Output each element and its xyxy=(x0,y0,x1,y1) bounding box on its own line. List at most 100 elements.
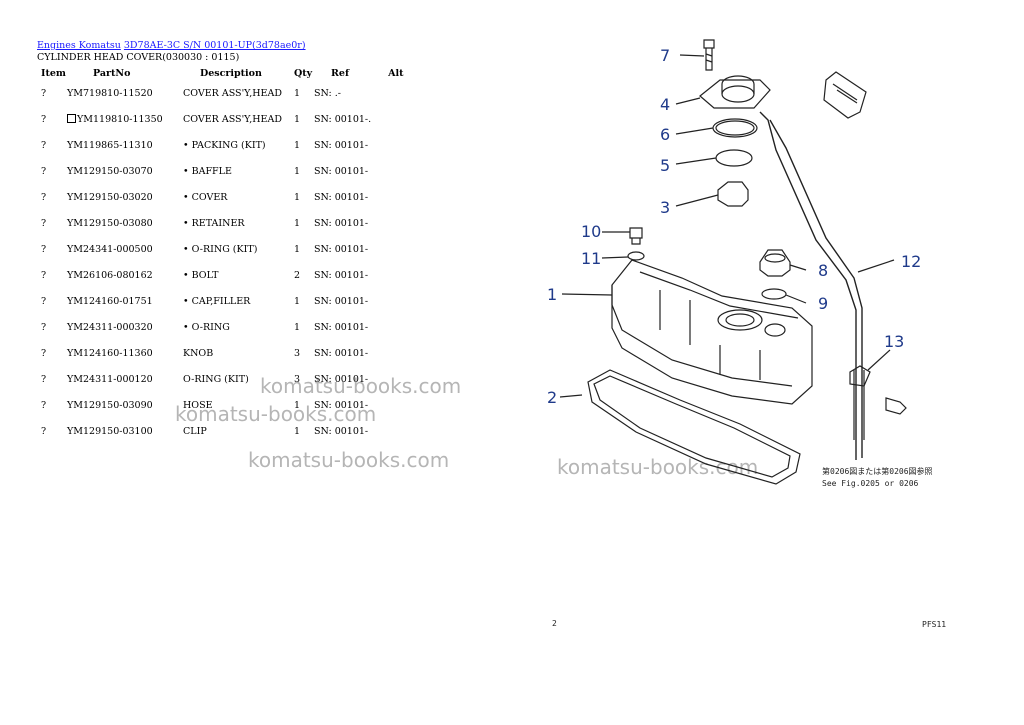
parts-table: Item PartNo Description Qty Ref Alt ?YM7… xyxy=(37,66,408,444)
cell-qty: 1 xyxy=(294,399,301,411)
cell-item: ? xyxy=(41,165,47,177)
cell-description: COVER ASS'Y,HEAD xyxy=(183,87,282,99)
cell-description: KNOB xyxy=(183,347,214,359)
cell-description: • RETAINER xyxy=(183,217,245,229)
cell-partno: YM24311-000320 xyxy=(67,321,153,333)
watermark: komatsu-books.com xyxy=(175,402,377,426)
figure-note-en: See Fig.0205 or 0206 xyxy=(822,479,919,488)
cell-ref: SN: 00101- xyxy=(314,373,369,385)
cell-qty: 1 xyxy=(294,217,301,229)
cell-partno: YM26106-080162 xyxy=(67,269,153,281)
table-row: ? YM129150-03100 CLIP 1 SN: 00101- xyxy=(37,418,408,444)
callout-7: 7 xyxy=(660,46,670,65)
cell-qty: 3 xyxy=(294,373,301,385)
cell-alt xyxy=(371,314,408,340)
cell-partno: YM129150-03090 xyxy=(67,399,153,411)
cell-alt xyxy=(371,80,408,106)
cell-alt xyxy=(371,262,408,288)
cell-description: • CAP,FILLER xyxy=(183,295,251,307)
cell-partno: YM129150-03100 xyxy=(67,425,153,437)
cell-partno: YM129150-03070 xyxy=(67,165,153,177)
cell-partno: YM129150-03080 xyxy=(67,217,153,229)
header-item: Item xyxy=(41,67,66,79)
header-alt: Alt xyxy=(388,67,404,79)
cell-item: ? xyxy=(41,347,47,359)
table-header-row: Item PartNo Description Qty Ref Alt xyxy=(37,66,408,80)
cell-item: ? xyxy=(41,373,47,385)
cell-ref: SN: 00101- xyxy=(314,399,369,411)
breadcrumb: Engines Komatsu 3D78AE-3C S/N 00101-UP(3… xyxy=(37,40,306,51)
callout-13: 13 xyxy=(884,332,904,351)
callout-9: 9 xyxy=(818,294,828,313)
cell-partno: YM24341-000500 xyxy=(67,243,153,255)
cell-ref: SN: 00101- xyxy=(314,269,369,281)
cell-partno: YM129150-03020 xyxy=(67,191,153,203)
figure-note-jp: 第0206図または第0206図参照 xyxy=(822,466,933,476)
cell-qty: 3 xyxy=(294,347,301,359)
cell-item: ? xyxy=(41,321,47,333)
cell-qty: 1 xyxy=(294,243,301,255)
cell-ref: SN: 00101- xyxy=(314,139,369,151)
cell-alt xyxy=(371,106,408,132)
cell-partno: YM124160-01751 xyxy=(67,295,153,307)
cell-alt xyxy=(371,210,408,236)
callout-2: 2 xyxy=(547,388,557,407)
cell-qty: 1 xyxy=(294,87,301,99)
cell-alt xyxy=(371,132,408,158)
cell-ref: SN: 00101- xyxy=(314,165,369,177)
cell-description: • O-RING xyxy=(183,321,230,333)
cell-description: CLIP xyxy=(183,425,207,437)
cell-item: ? xyxy=(41,113,47,125)
callout-12: 12 xyxy=(901,252,921,271)
cell-partno: YM119810-11350 xyxy=(67,106,183,132)
header-partno: PartNo xyxy=(93,67,131,79)
cell-qty: 1 xyxy=(294,139,301,151)
cell-qty: 1 xyxy=(294,191,301,203)
callout-8: 8 xyxy=(818,261,828,280)
breadcrumb-link-engines[interactable]: Engines Komatsu xyxy=(37,40,121,51)
cell-item: ? xyxy=(41,425,47,437)
cell-item: ? xyxy=(41,139,47,151)
cell-ref: SN: 00101-. xyxy=(314,113,372,125)
cell-qty: 1 xyxy=(294,113,301,125)
checkbox-icon xyxy=(67,113,76,123)
cell-ref: SN: 00101- xyxy=(314,321,369,333)
callout-1: 1 xyxy=(547,285,557,304)
cell-qty: 2 xyxy=(294,269,301,281)
callout-11: 11 xyxy=(581,249,601,268)
cell-ref: SN: .- xyxy=(314,87,341,99)
cell-partno: YM24311-000120 xyxy=(67,373,153,385)
callout-10: 10 xyxy=(581,222,601,241)
exploded-parts-diagram: 7 4 6 5 3 10 11 1 8 9 12 13 2 第0206図または第… xyxy=(547,39,946,629)
cell-alt xyxy=(371,288,408,314)
cell-ref: SN: 00101- xyxy=(314,295,369,307)
cell-description: COVER ASS'Y,HEAD xyxy=(183,113,282,125)
cell-item: ? xyxy=(41,87,47,99)
cell-qty: 1 xyxy=(294,425,301,437)
figure-code: PFS11 xyxy=(922,620,946,629)
cell-ref: SN: 00101- xyxy=(314,191,369,203)
cell-description: HOSE xyxy=(183,399,213,411)
cell-alt xyxy=(371,158,408,184)
callout-4: 4 xyxy=(660,95,670,114)
cell-item: ? xyxy=(41,217,47,229)
cell-qty: 1 xyxy=(294,295,301,307)
cell-description: • PACKING (KIT) xyxy=(183,139,266,151)
breadcrumb-link-model[interactable]: 3D78AE-3C S/N 00101-UP(3d78ae0r) xyxy=(123,40,306,51)
page-marker: 2 xyxy=(552,619,557,628)
cell-alt xyxy=(371,340,408,366)
cell-qty: 1 xyxy=(294,321,301,333)
watermark: komatsu-books.com xyxy=(557,455,759,479)
cell-description: • BOLT xyxy=(183,269,219,281)
cell-ref: SN: 00101- xyxy=(314,425,369,437)
cell-description: • COVER xyxy=(183,191,228,203)
